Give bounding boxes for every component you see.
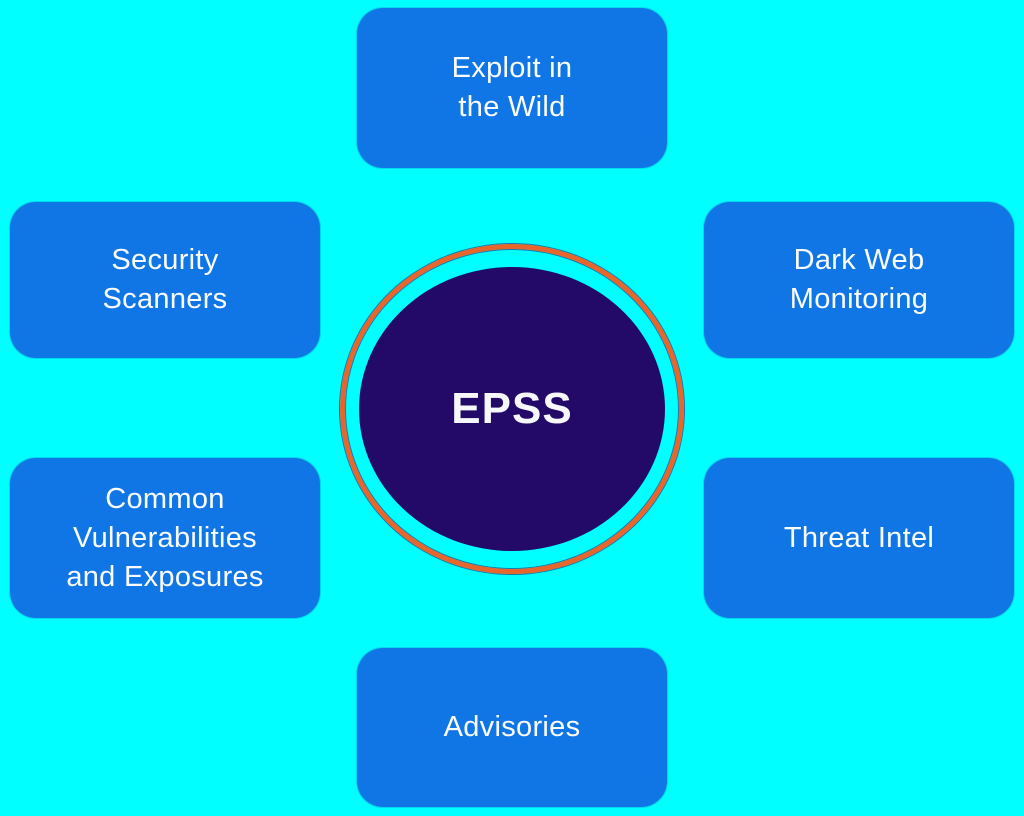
node-common-vulnerabilities-and-exposures: Common Vulnerabilities and Exposures [10, 458, 320, 618]
node-label-exploit-in-the-wild: Exploit in the Wild [451, 52, 573, 123]
node-label-threat-intel: Threat Intel [783, 521, 935, 554]
node-threat-intel: Threat Intel [704, 458, 1014, 618]
node-label-security-scanners: Security Scanners [102, 244, 228, 315]
center-circle: EPSS [359, 267, 665, 551]
node-dark-web-monitoring: Dark Web Monitoring [704, 202, 1014, 358]
center-label: EPSS [451, 384, 573, 433]
node-exploit-in-the-wild: Exploit in the Wild [357, 8, 667, 168]
node-label-advisories: Advisories [443, 711, 581, 743]
node-label-dark-web-monitoring: Dark Web Monitoring [789, 244, 929, 315]
node-advisories: Advisories [357, 648, 667, 807]
node-security-scanners: Security Scanners [10, 202, 320, 358]
node-label-common-vulnerabilities-and-exposures: Common Vulnerabilities and Exposures [66, 482, 264, 593]
center-ring [340, 244, 684, 574]
